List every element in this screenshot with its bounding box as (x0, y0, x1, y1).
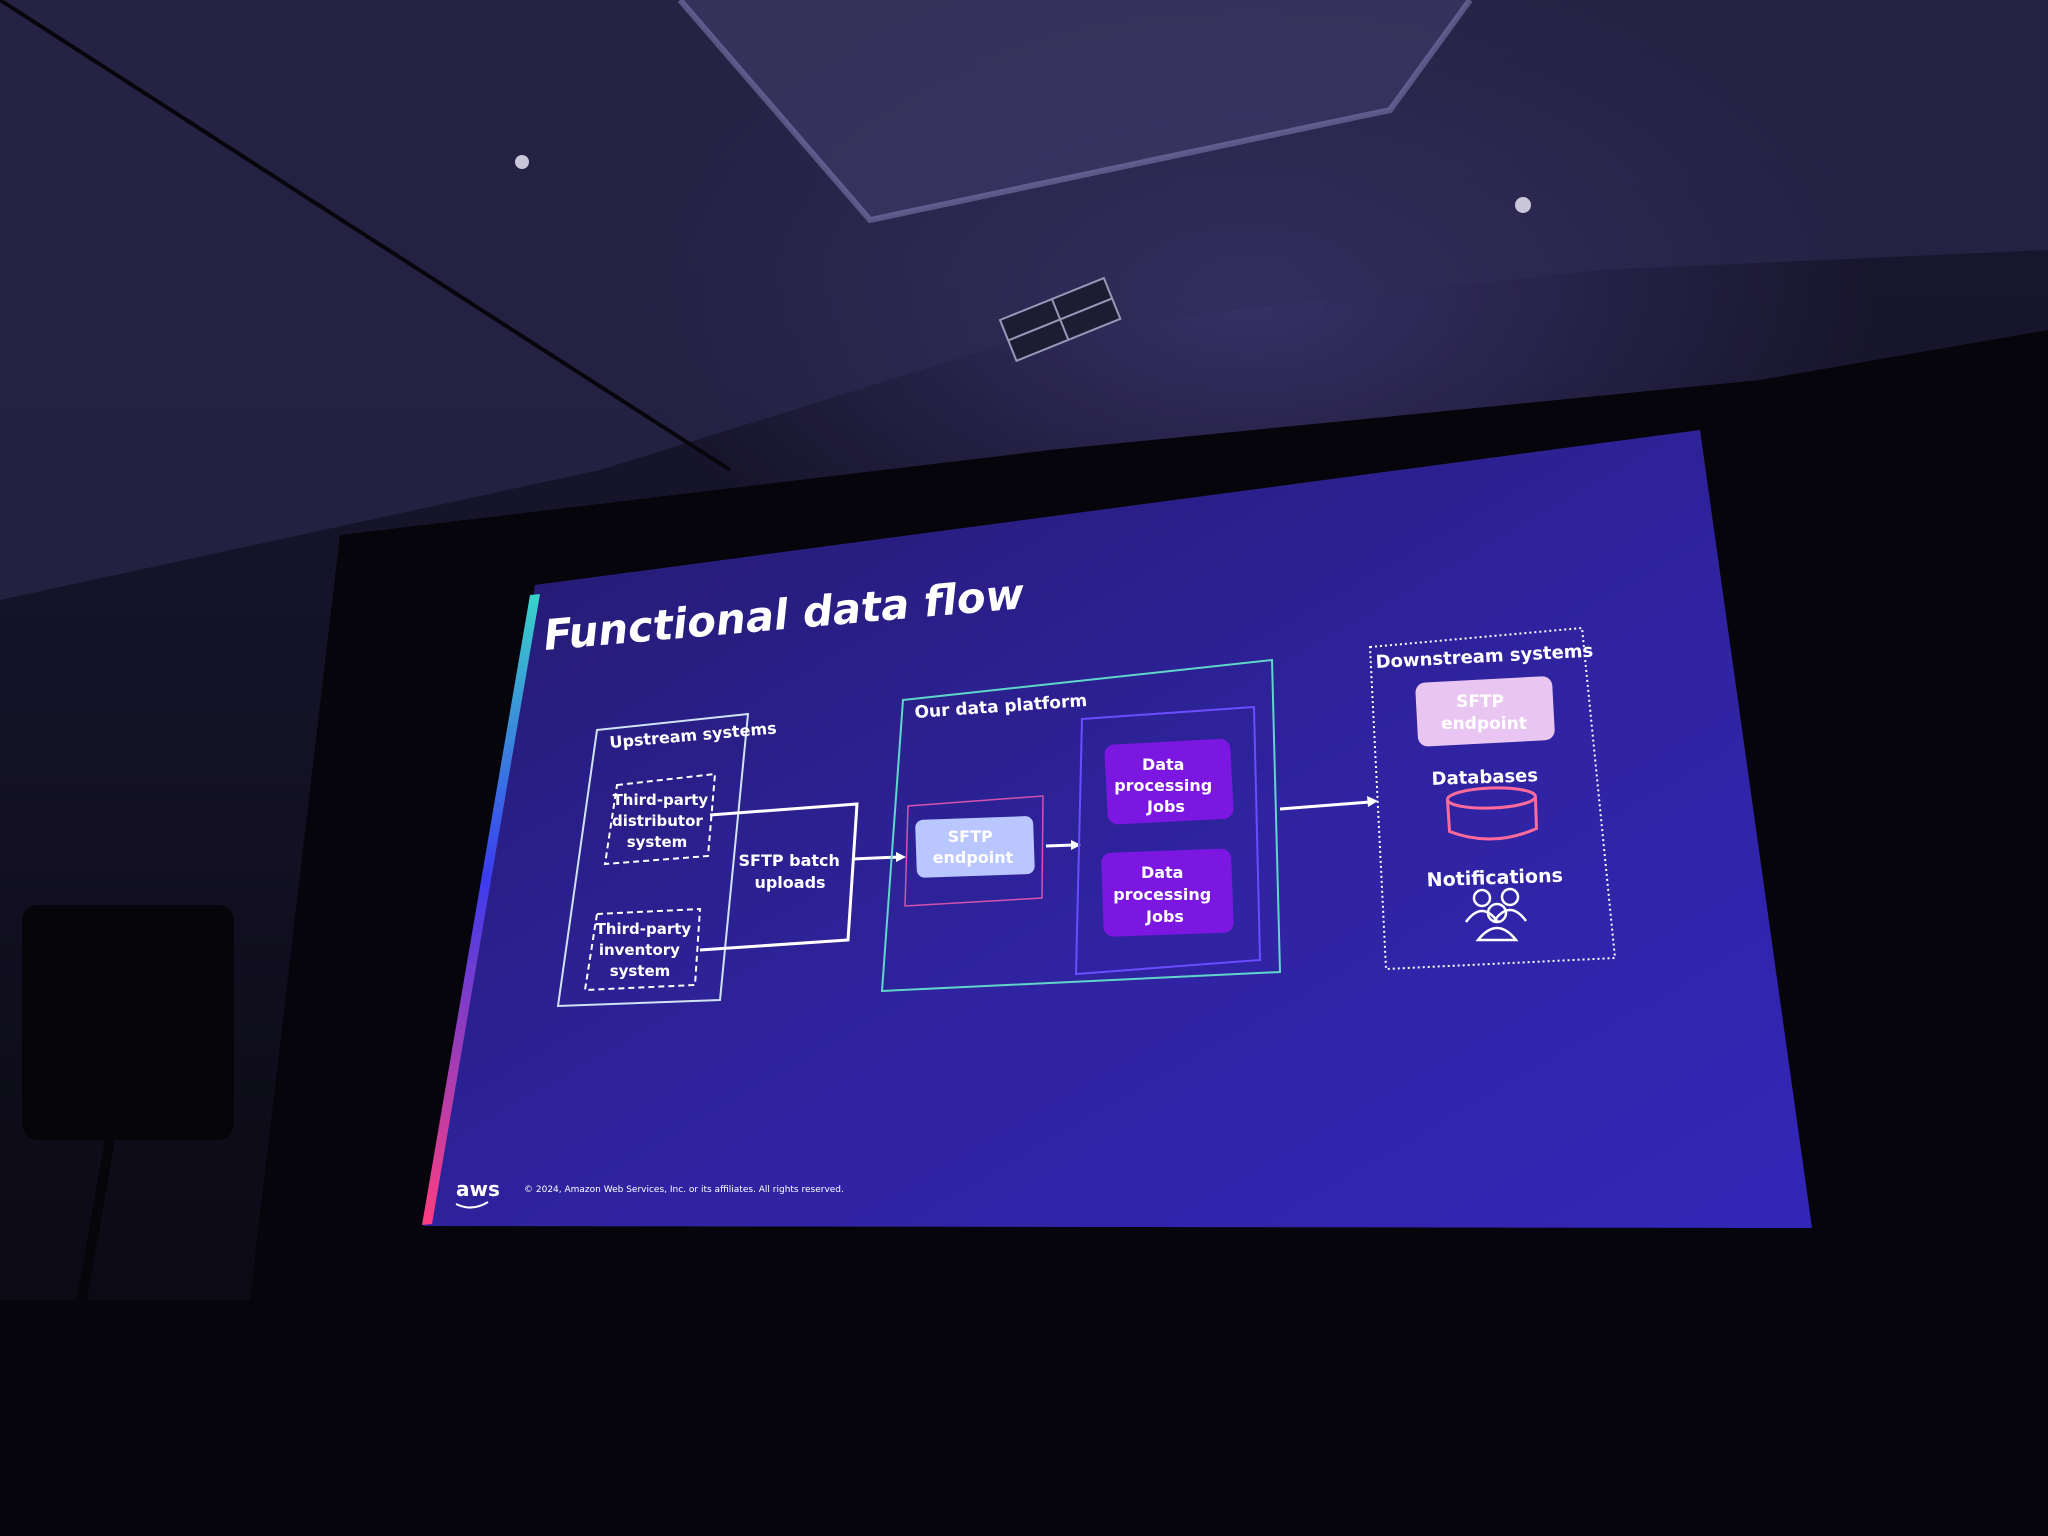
transfer-label: SFTP batch uploads (738, 851, 845, 892)
arrow (1045, 843, 1075, 848)
slide-content: Functional data flow Upstream systems Th… (455, 569, 1617, 1209)
ceiling-recess (680, 0, 1470, 220)
upstream-item-box (603, 772, 717, 866)
upstream-item-text: Third-party distributor system (612, 791, 713, 851)
ceiling-vent (998, 276, 1122, 363)
slide (424, 430, 1812, 1228)
processing-job-label: Data processing Jobs (1114, 755, 1218, 816)
aws-logo: aws (456, 1177, 500, 1201)
sftp-endpoint (915, 816, 1035, 878)
platform-box (880, 658, 1282, 993)
ceiling-light (515, 155, 529, 169)
databases-label: Databases (1431, 765, 1538, 790)
upload-connector (699, 802, 859, 952)
copyright-notice: © 2024, Amazon Web Services, Inc. or its… (524, 1185, 844, 1195)
arrow (1279, 800, 1371, 811)
downstream-sftp-endpoint (1415, 676, 1555, 747)
downstream-box (1368, 626, 1617, 971)
database-icon (1445, 786, 1539, 841)
ceiling-light (1515, 197, 1531, 213)
upstream-item-text: Third-party inventory system (596, 920, 697, 980)
arrow (851, 855, 901, 861)
users-icon (1464, 887, 1528, 942)
sftp-group (904, 795, 1044, 907)
downstream-sftp-label: SFTP endpoint (1441, 692, 1527, 734)
notifications-label: Notifications (1426, 865, 1563, 892)
processing-job (1104, 738, 1234, 825)
aws-logo-smile (455, 1201, 489, 1209)
sftp-endpoint-label: SFTP endpoint (933, 827, 1014, 867)
arrow-head (896, 852, 906, 862)
speaker (22, 905, 234, 1140)
slide-accent-bar (422, 594, 540, 1225)
jobs-group (1074, 705, 1262, 976)
upstream-item-box (583, 907, 702, 992)
upstream-box (556, 712, 750, 1008)
arrow-head (1071, 840, 1081, 850)
processing-job-label: Data processing Jobs (1113, 863, 1217, 926)
arrow-head (1367, 796, 1378, 807)
processing-job (1101, 848, 1234, 937)
